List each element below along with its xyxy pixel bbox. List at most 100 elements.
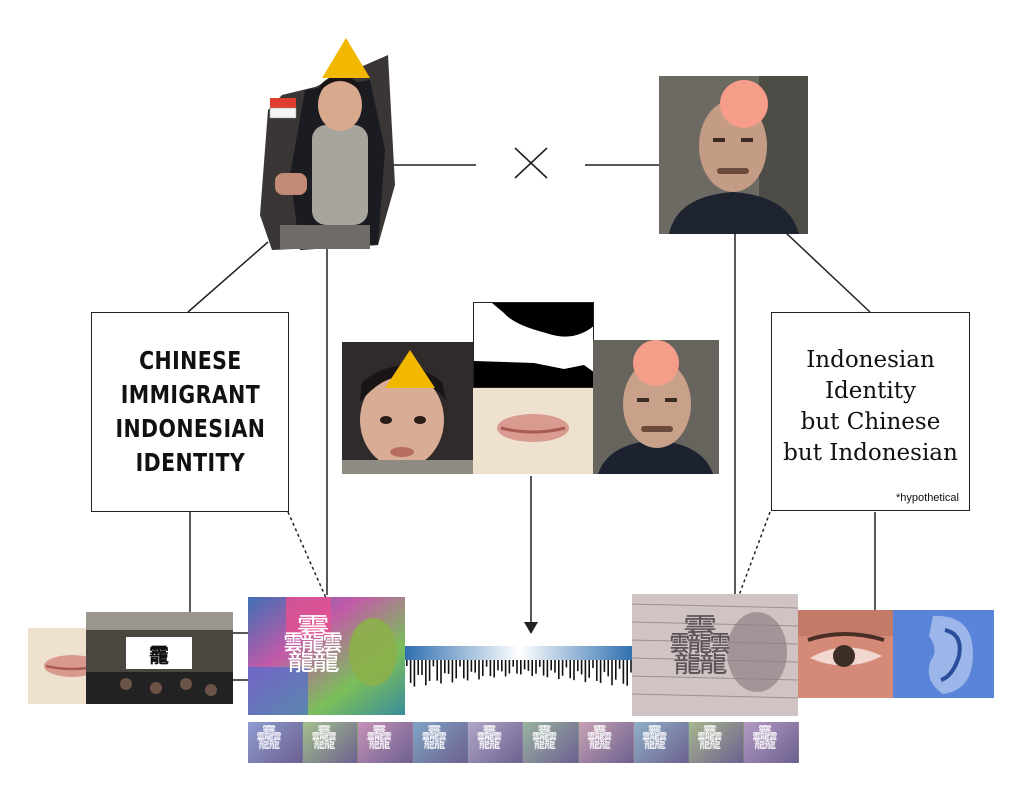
right-label-line-3: but Chinese xyxy=(800,408,941,435)
waveform-bar xyxy=(607,660,609,677)
left-label-line-1: CHINESE xyxy=(138,346,242,375)
lecture-screen: 靇 xyxy=(126,637,192,669)
filmstrip-glyph: 𱁬 xyxy=(366,724,393,754)
left-label-line-4: IDENTITY xyxy=(135,448,245,477)
screen-glyph: 靇 xyxy=(149,642,169,667)
waveform-bar xyxy=(546,660,549,678)
triangle-icon xyxy=(383,348,437,390)
waveform-bar xyxy=(436,660,438,681)
waveform-bar xyxy=(523,660,526,670)
waveform-bar xyxy=(550,660,552,671)
filmstrip-glyph: 𱁬 xyxy=(311,724,338,754)
filmstrip-glyph: 𱁬 xyxy=(641,724,668,754)
waveform-bar xyxy=(425,660,427,686)
cross-icon xyxy=(509,140,553,184)
line-manphoto-to-rightlabel xyxy=(784,231,871,313)
right-label-text: Indonesian Identity but Chinese but Indo… xyxy=(783,345,958,469)
waveform-bar xyxy=(406,660,408,666)
filmstrip-glyph: 𱁬 xyxy=(586,724,613,754)
filmstrip-frame: 𱁬 xyxy=(743,722,799,763)
filmstrip-glyph: 𱁬 xyxy=(256,724,283,754)
waveform-bar xyxy=(603,660,606,672)
waveform-bar xyxy=(447,660,450,674)
waveform-bar xyxy=(573,660,575,681)
man-photo xyxy=(659,76,808,234)
waveform-bar xyxy=(611,660,613,686)
right-label-footnote: *hypothetical xyxy=(896,492,959,504)
waveform-bar xyxy=(596,660,598,681)
waveform xyxy=(405,630,633,690)
ear-closeup xyxy=(893,610,994,698)
waveform-bar xyxy=(512,660,514,667)
waveform-bar xyxy=(463,660,465,679)
collage-man-face xyxy=(593,340,719,474)
filmstrip-glyph: 𱁬 xyxy=(531,724,558,754)
waveform-bar xyxy=(558,660,560,680)
waveform-bar xyxy=(569,660,571,679)
circle-icon xyxy=(720,80,768,128)
poster-glyph: 𱁬 xyxy=(282,609,345,682)
waveform-bar xyxy=(451,660,454,683)
waveform-bar xyxy=(618,660,621,669)
waveform-bar xyxy=(470,660,473,672)
waveform-bar xyxy=(531,660,533,677)
waveform-bar xyxy=(599,660,602,683)
waveform-bar xyxy=(622,660,625,684)
waveform-bar xyxy=(413,660,416,687)
right-label-line-1: Indonesian xyxy=(806,346,935,373)
filmstrip-frame: 𱁬 xyxy=(688,722,744,763)
waveform-bar xyxy=(615,660,617,680)
filmstrip-frame: 𱁬 xyxy=(358,722,414,763)
line-leftlabel-dotted xyxy=(287,511,327,599)
left-label-line-3: INDONESIAN xyxy=(115,414,265,443)
filmstrip-frame: 𱁬 xyxy=(303,722,359,763)
waveform-bar xyxy=(561,660,564,676)
waveform-bar xyxy=(542,660,545,676)
line-rightlabel-dotted xyxy=(737,511,771,599)
waveform-bar xyxy=(428,660,431,681)
waveform-bar xyxy=(489,660,492,677)
waveform-bar xyxy=(580,660,583,675)
waveform-bar xyxy=(630,660,632,673)
waveform-bar xyxy=(626,660,628,686)
eye-closeup xyxy=(798,610,894,698)
waveform-bar xyxy=(493,660,495,678)
filmstrip-glyph: 𱁬 xyxy=(696,724,723,754)
flag-icon xyxy=(268,96,300,120)
waveform-bar xyxy=(577,660,579,672)
waveform-bar xyxy=(565,660,568,668)
waveform-bar xyxy=(501,660,503,672)
waveform-bar xyxy=(466,660,469,681)
waveform-bar xyxy=(421,660,423,675)
waveform-bar xyxy=(592,660,594,669)
collage-child-face xyxy=(342,342,474,474)
collage-mask-shape xyxy=(473,302,594,388)
left-label-box: CHINESE IMMIGRANT INDONESIAN IDENTITY xyxy=(91,312,289,512)
waveform-bar xyxy=(588,660,590,678)
waveform-bar xyxy=(554,660,556,673)
triangle-icon xyxy=(320,36,372,80)
waveform-bar xyxy=(417,660,419,675)
waveform-bar xyxy=(504,660,507,677)
waveform-bar xyxy=(520,660,522,675)
filmstrip-frame: 𱁬 xyxy=(523,722,579,763)
waveform-bar xyxy=(478,660,480,680)
waveform-bar xyxy=(485,660,488,667)
left-label-line-2: IMMIGRANT xyxy=(120,380,260,409)
waveform-bar xyxy=(474,660,476,673)
filmstrip-frame: 𱁬 xyxy=(413,722,469,763)
waveform-bar xyxy=(539,660,541,667)
filmstrip-frame: 𱁬 xyxy=(248,722,304,763)
child-photo xyxy=(260,55,395,253)
waveform-bar xyxy=(535,660,537,674)
waveform-bar xyxy=(432,660,435,667)
waveform-bar xyxy=(527,660,530,671)
waveform-bar xyxy=(516,660,518,674)
left-label-text: CHINESE IMMIGRANT INDONESIAN IDENTITY xyxy=(115,344,265,480)
waveform-bar xyxy=(482,660,484,676)
poster-engraved: 𱁬 xyxy=(632,594,798,716)
poster-engraved-glyph: 𱁬 xyxy=(668,611,732,685)
right-label-line-2: Identity xyxy=(824,377,917,404)
